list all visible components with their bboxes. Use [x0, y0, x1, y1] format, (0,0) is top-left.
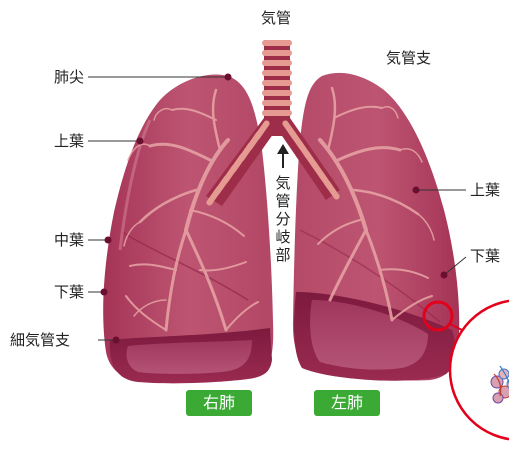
label-carina-char: 管: [274, 192, 292, 210]
badge-right-lung: 右肺: [186, 390, 252, 416]
badge-left-lung: 左肺: [314, 390, 380, 416]
label-carina: 気 管 分 岐 部: [274, 174, 292, 264]
label-bronchi: 気管支: [386, 51, 431, 66]
label-carina-char: 気: [274, 174, 292, 192]
label-upper-lobe-left: 上葉: [470, 183, 500, 198]
label-upper-lobe-right: 上葉: [54, 134, 84, 149]
label-carina-char: 分: [274, 210, 292, 228]
label-trachea: 気管: [261, 11, 291, 26]
label-middle-lobe: 中葉: [54, 233, 84, 248]
left-lung: [293, 73, 459, 381]
label-lower-lobe-left: 下葉: [470, 249, 500, 264]
right-lung-base-inner: [126, 340, 252, 374]
label-apex: 肺尖: [54, 70, 84, 85]
label-lower-lobe-right: 下葉: [54, 285, 84, 300]
carina-arrow: [277, 144, 289, 168]
label-bronchiole: 細気管支: [10, 333, 70, 348]
label-carina-char: 岐: [274, 228, 292, 246]
label-carina-char: 部: [274, 246, 292, 264]
